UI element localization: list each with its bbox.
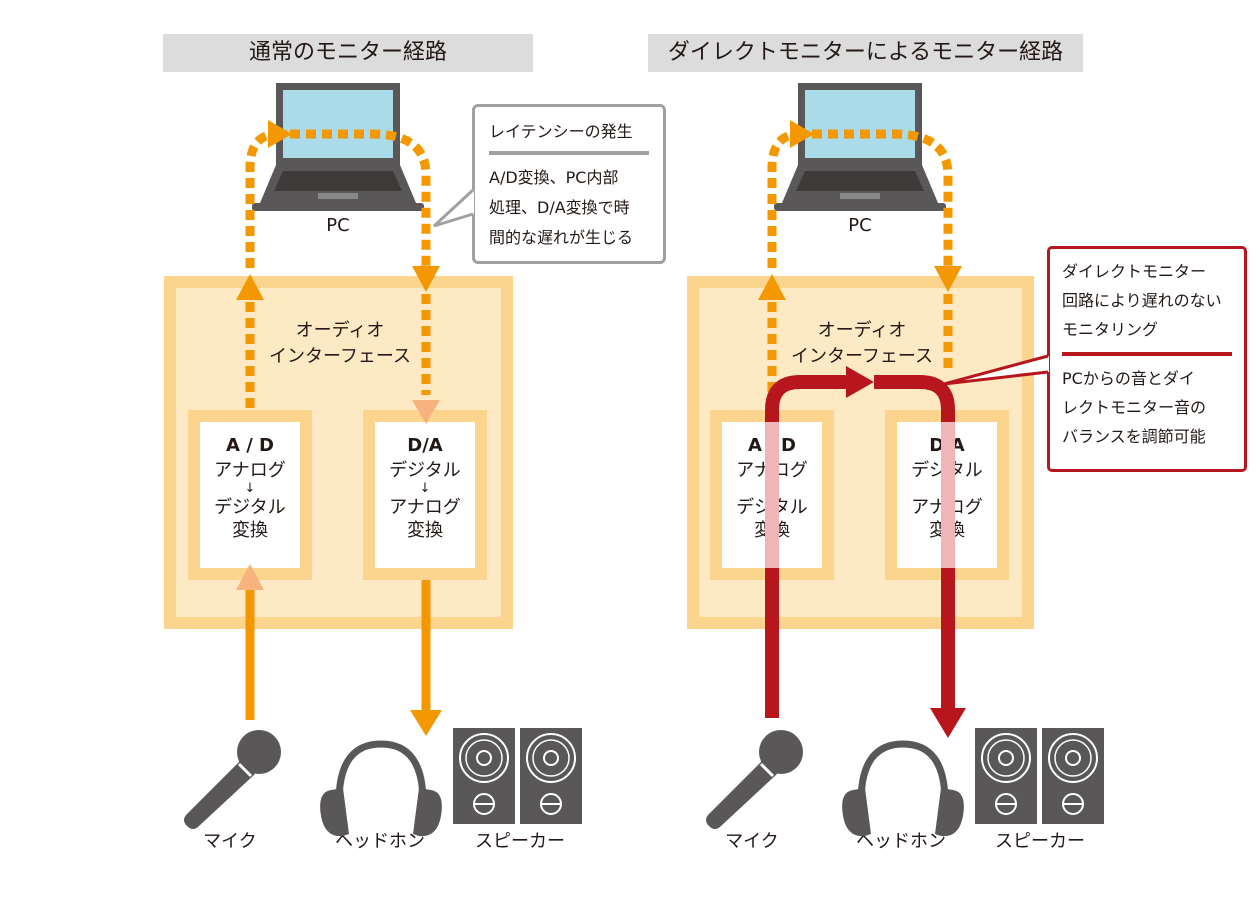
right-pc-label: PC	[848, 215, 872, 236]
laptop-icon	[774, 83, 946, 211]
left-mic-label: マイク	[203, 831, 257, 852]
speaker-icon	[1041, 727, 1105, 825]
speaker-icon	[519, 727, 583, 825]
speaker-icon	[974, 727, 1038, 825]
da-title: D/A	[407, 435, 443, 456]
ad-title: A / D	[226, 435, 274, 456]
direct-monitor-callout: ダイレクトモニター 回路により遅れのない モニタリング PCからの音とダイ レク…	[1047, 246, 1247, 472]
direct-monitor-callout-title: ダイレクトモニター 回路により遅れのない モニタリング	[1062, 257, 1232, 356]
direct-monitor-path	[765, 366, 966, 738]
left-headphone-label: ヘッドホン	[335, 831, 425, 852]
left-output-arrow	[410, 580, 442, 736]
headphone-icon	[320, 744, 442, 836]
right-mic-label: マイク	[725, 831, 779, 852]
laptop-icon	[252, 83, 424, 211]
latency-callout-title: レイテンシーの発生	[489, 117, 649, 155]
latency-callout: レイテンシーの発生 A/D変換、PC内部 処理、D/A変換で時 間的な遅れが生じ…	[472, 104, 666, 264]
latency-callout-pointer	[432, 188, 475, 228]
headphone-icon	[842, 744, 964, 836]
left-interface-label: オーディオ インターフェース	[268, 320, 412, 367]
right-title: ダイレクトモニターによるモニター経路	[648, 34, 1083, 72]
left-input-arrow	[236, 564, 264, 720]
direct-monitor-callout-pointer	[943, 354, 1049, 386]
microphone-icon	[182, 728, 283, 831]
left-upstream-path	[236, 120, 440, 424]
left-title: 通常のモニター経路	[163, 34, 533, 72]
right-speaker-label: スピーカー	[995, 831, 1085, 852]
speaker-icon	[452, 727, 516, 825]
left-speaker-label: スピーカー	[475, 831, 565, 852]
microphone-icon	[704, 728, 805, 831]
left-ad-converter: A / D アナログ ↓ デジタル 変換	[188, 410, 312, 580]
left-pc-label: PC	[326, 215, 350, 236]
left-da-converter: D/A デジタル ↓ アナログ 変換	[363, 410, 487, 580]
right-headphone-label: ヘッドホン	[856, 831, 946, 852]
right-interface-label: オーディオ インターフェース	[790, 320, 934, 367]
